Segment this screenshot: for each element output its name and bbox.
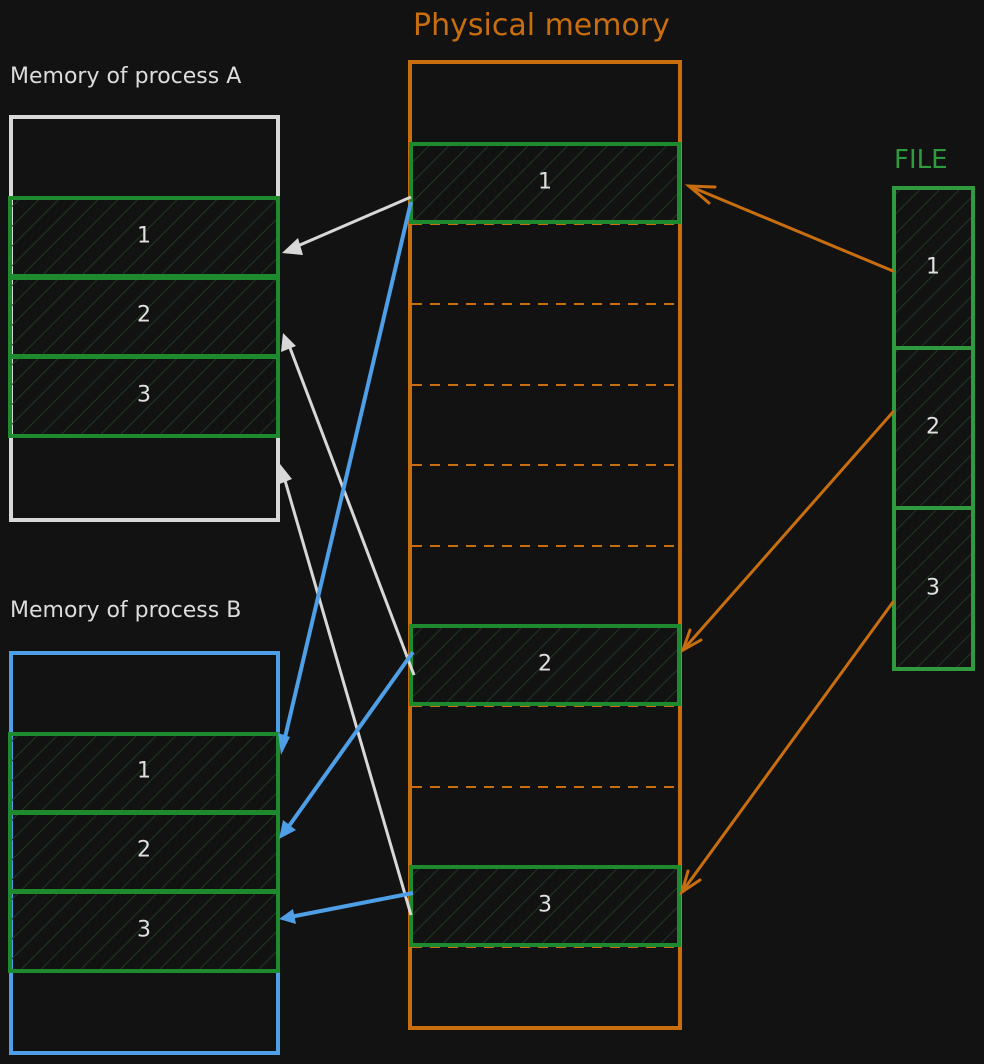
process-a-page-3-label: 3 (137, 382, 151, 408)
arrows-file (679, 184, 895, 896)
file-pages (892, 186, 975, 671)
arrows-process-a (277, 195, 416, 916)
process-a-pages (8, 196, 280, 438)
arrow-physical2-to-b2 (282, 650, 415, 835)
physical-page-1[interactable] (409, 142, 681, 224)
physical-page-2-label: 2 (538, 651, 552, 677)
process-b-page-3-label: 3 (137, 917, 151, 943)
process-a-title: Memory of process A (10, 64, 242, 89)
file-page-1[interactable] (892, 186, 975, 350)
arrow-file3-to-physical3 (680, 600, 895, 894)
process-b-page-2-label: 2 (137, 837, 151, 863)
process-a-page-2-label: 2 (137, 302, 151, 328)
arrowhead-icon (279, 820, 296, 839)
physical-memory-title: Physical memory (413, 8, 670, 43)
physical-page-3-label: 3 (538, 892, 552, 918)
arrow-physical3-to-a3 (280, 469, 413, 916)
file-page-2[interactable] (892, 346, 975, 510)
physical-page-1-label: 1 (538, 169, 552, 195)
arrowhead-icon (278, 733, 290, 755)
arrowhead-icon (282, 238, 303, 255)
process-a-page-2[interactable] (8, 276, 280, 358)
arrow-physical1-to-b1 (281, 201, 413, 747)
process-b-page-2[interactable] (8, 811, 280, 893)
file-page-1-label: 1 (926, 254, 940, 280)
arrowhead-icon (680, 628, 703, 654)
file-page-3-label: 3 (926, 575, 940, 601)
arrow-physical2-to-a2 (285, 339, 416, 676)
process-b-title: Memory of process B (10, 598, 242, 623)
process-b-page-1-label: 1 (137, 758, 151, 784)
arrowhead-icon (281, 333, 296, 352)
arrow-file1-to-physical1 (687, 184, 895, 273)
arrowhead-icon (679, 869, 702, 896)
process-a-page-1[interactable] (8, 196, 280, 278)
file-page-3[interactable] (892, 506, 975, 671)
arrow-file2-to-physical2 (681, 410, 895, 652)
arrowhead-icon (279, 909, 296, 924)
physical-page-3[interactable] (409, 865, 681, 947)
process-b-page-3[interactable] (8, 890, 280, 973)
arrow-physical3-to-b3 (284, 891, 414, 920)
arrowhead-icon (684, 184, 717, 205)
arrowhead-icon (277, 464, 292, 485)
process-a-page-1-label: 1 (137, 223, 151, 249)
physical-memory-slot-dividers (412, 223, 678, 948)
file-title: FILE (894, 145, 948, 175)
arrows-process-b (278, 201, 415, 924)
physical-memory-pages (409, 142, 681, 947)
arrow-physical1-to-a1 (285, 195, 412, 253)
physical-memory-container (408, 60, 682, 1030)
process-a-page-3[interactable] (8, 355, 280, 438)
file-page-2-label: 2 (926, 414, 940, 440)
process-b-pages (8, 732, 280, 973)
